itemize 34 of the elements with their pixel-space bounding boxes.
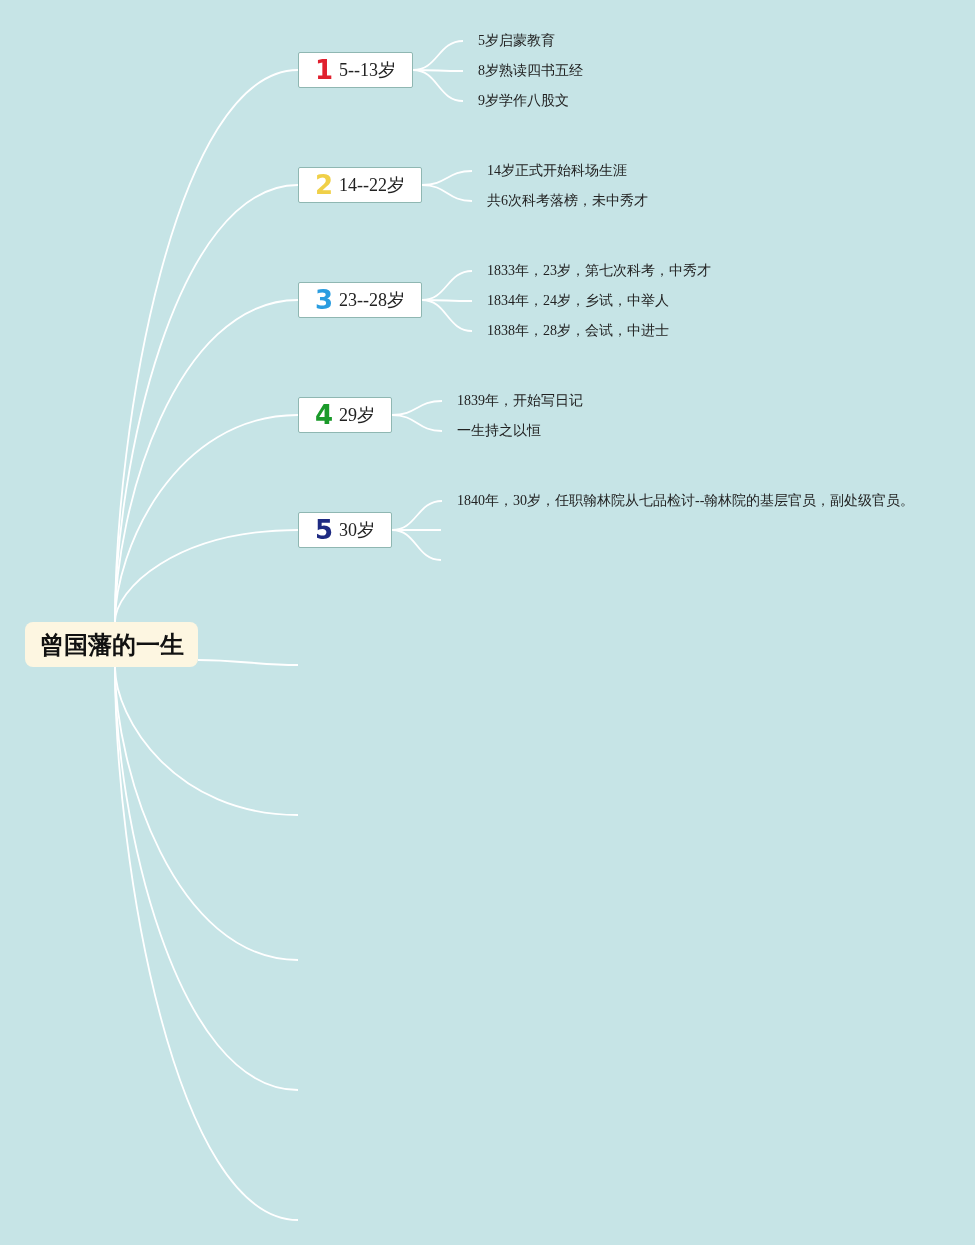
- branch-line: [412, 69, 464, 102]
- branch-line: [197, 659, 299, 666]
- event-text: 14岁正式开始科场生涯: [472, 160, 662, 182]
- event-text: 8岁熟读四书五经: [463, 60, 613, 82]
- event-text: 1834年，24岁，乡试，中举人: [472, 290, 722, 312]
- age-range-label: 29岁: [339, 404, 376, 427]
- stage-number: 1: [315, 57, 334, 83]
- stage-number: 5: [315, 517, 334, 543]
- event-text: 1839年，开始写日记: [442, 390, 602, 412]
- event-text: 1838年，28岁，会试，中进士: [472, 320, 722, 342]
- event-text: 5岁启蒙教育: [463, 30, 613, 52]
- branch-line: [421, 184, 473, 202]
- central-topic-box: 曾国藩的一生: [25, 622, 198, 667]
- stage-box: [298, 397, 392, 433]
- branch-line: [421, 299, 473, 332]
- event-text: 一生持之以恒: [442, 420, 602, 442]
- stage-box: [298, 512, 392, 548]
- age-range-label: 14--22岁: [339, 174, 406, 197]
- stage-box: [298, 52, 413, 88]
- stage-number: 2: [315, 172, 334, 198]
- event-text: 9岁学作八股文: [463, 90, 613, 112]
- event-text: 1840年，30岁，任职翰林院从七品检讨--翰林院的基层官员，副处级官员。: [442, 490, 922, 512]
- event-text: 1833年，23岁，第七次科考，中秀才: [472, 260, 722, 282]
- branch-line: [114, 529, 299, 623]
- event-text: 共6次科考落榜，未中秀才: [472, 190, 662, 212]
- age-range-label: 30岁: [339, 519, 376, 542]
- stage-number: 3: [315, 287, 334, 313]
- age-range-label: 23--28岁: [339, 289, 406, 312]
- stage-box: [298, 167, 422, 203]
- branch-line: [391, 529, 442, 561]
- stage-number: 4: [315, 402, 334, 428]
- branch-line: [391, 414, 443, 432]
- stage-box: [298, 282, 422, 318]
- age-range-label: 5--13岁: [339, 59, 397, 82]
